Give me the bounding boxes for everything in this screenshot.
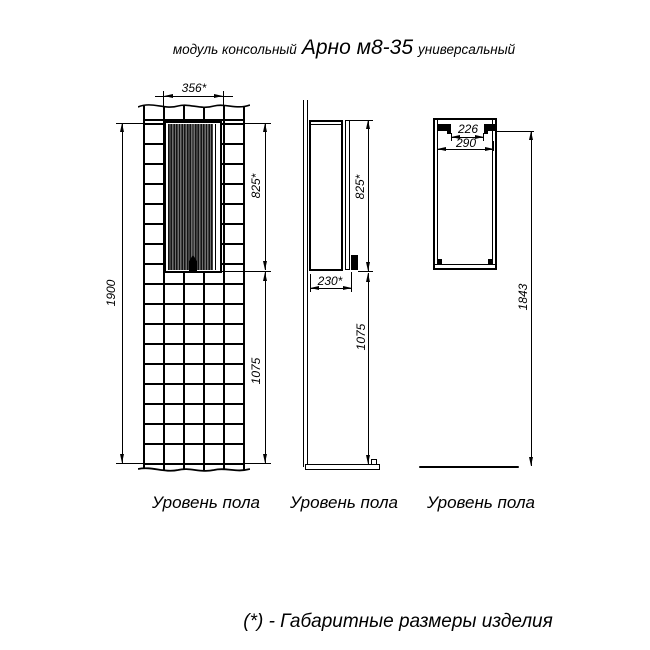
- dim-arrow: [120, 454, 124, 463]
- dim-text-bracket-spacing: 226: [457, 122, 479, 136]
- dim-arrow: [310, 286, 319, 290]
- dim-text-total-height: 1900: [104, 279, 118, 307]
- dim-text-cabinet-height: 825*: [249, 173, 263, 199]
- ext-line: [310, 274, 311, 292]
- ext-line: [437, 141, 438, 151]
- floor-base-plate: [305, 464, 380, 470]
- module-front-panel: [164, 121, 222, 273]
- door-gap-line: [215, 124, 216, 270]
- dim-arrow: [343, 286, 352, 290]
- dimensions-footnote: (*) - Габаритные размеры изделия: [243, 611, 553, 632]
- dim-arrow: [214, 94, 223, 98]
- dim-text-body-width: 290: [455, 136, 477, 150]
- door-handle-side: [351, 255, 358, 270]
- module-side-door: [345, 120, 350, 270]
- dim-arrow: [451, 135, 460, 139]
- dim-arrow: [263, 261, 267, 270]
- module-side-body: [309, 120, 343, 271]
- door-handle-front: [189, 255, 197, 272]
- back-inner-line-left: [437, 120, 438, 265]
- dim-text-mount-height: 1843: [516, 283, 530, 311]
- ext-line: [116, 463, 146, 464]
- dim-line-cabinet-height: [368, 120, 369, 271]
- dim-line-width: [155, 96, 233, 97]
- ext-line: [348, 120, 373, 121]
- dim-arrow: [366, 262, 370, 271]
- dim-arrow: [366, 273, 370, 282]
- ext-line: [163, 91, 164, 108]
- back-inner-line-right: [492, 120, 493, 265]
- dim-arrow: [485, 147, 494, 151]
- bracket-tab-right: [484, 131, 488, 134]
- ext-line: [222, 123, 271, 124]
- dim-arrow: [437, 147, 446, 151]
- ext-line: [358, 271, 373, 272]
- leader-line: [497, 131, 534, 132]
- dim-text-depth: 230*: [317, 274, 343, 288]
- dim-arrow: [366, 120, 370, 129]
- ext-line: [223, 91, 224, 108]
- dim-line-bracket-spacing: [451, 137, 484, 138]
- wall-line: [303, 100, 308, 467]
- dim-line-lower-height: [265, 272, 266, 463]
- ext-line: [116, 123, 165, 124]
- bracket-tab-left: [447, 131, 451, 134]
- dim-line-mount-height: [531, 131, 532, 466]
- corner-fitting-left: [437, 259, 442, 264]
- dim-line-depth: [310, 288, 352, 289]
- ext-line: [245, 463, 271, 464]
- dim-arrow: [263, 454, 267, 463]
- base-plate-cap: [371, 459, 377, 465]
- dim-arrow: [475, 135, 484, 139]
- dim-arrow: [529, 131, 533, 140]
- title-prefix: модуль консольный: [172, 42, 297, 57]
- dim-arrow: [120, 123, 124, 132]
- drawing-title: модуль консольный Арно м8-35 универсальн…: [173, 36, 515, 60]
- mounting-bracket-right: [484, 124, 497, 131]
- ext-line: [493, 141, 494, 151]
- floor-line: [419, 466, 519, 468]
- title-model: Арно м8-35: [301, 36, 414, 59]
- dim-text-cabinet-height: 825*: [353, 174, 367, 200]
- break-line-top: [138, 99, 250, 109]
- side-top-inner-line: [311, 124, 341, 125]
- corner-fitting-right: [488, 259, 493, 264]
- dim-text-width: 356*: [181, 81, 207, 95]
- dim-text-lower-height: 1075: [354, 323, 368, 351]
- panel-hatching: [168, 124, 213, 270]
- dim-arrow: [366, 455, 370, 464]
- dim-line-total-height: [122, 123, 123, 463]
- floor-level-label-front: Уровень пола: [151, 493, 261, 512]
- dim-text-lower-height: 1075: [249, 357, 263, 385]
- dim-arrow: [263, 123, 267, 132]
- floor-level-label-back: Уровень пола: [426, 493, 536, 512]
- dim-arrow: [164, 94, 173, 98]
- dim-line-cabinet-height: [265, 123, 266, 270]
- module-back-body: [433, 118, 497, 270]
- dim-arrow: [263, 272, 267, 281]
- ext-line: [222, 271, 271, 272]
- floor-level-label-side: Уровень пола: [289, 493, 399, 512]
- ext-line: [351, 272, 352, 292]
- back-inner-line-bottom: [435, 264, 495, 265]
- title-suffix: универсальный: [418, 42, 516, 57]
- dim-line-body-width: [437, 149, 494, 150]
- mounting-bracket-left: [438, 124, 451, 131]
- dim-arrow: [529, 457, 533, 466]
- dim-line-lower-height: [368, 273, 369, 464]
- break-line-bottom: [138, 467, 250, 477]
